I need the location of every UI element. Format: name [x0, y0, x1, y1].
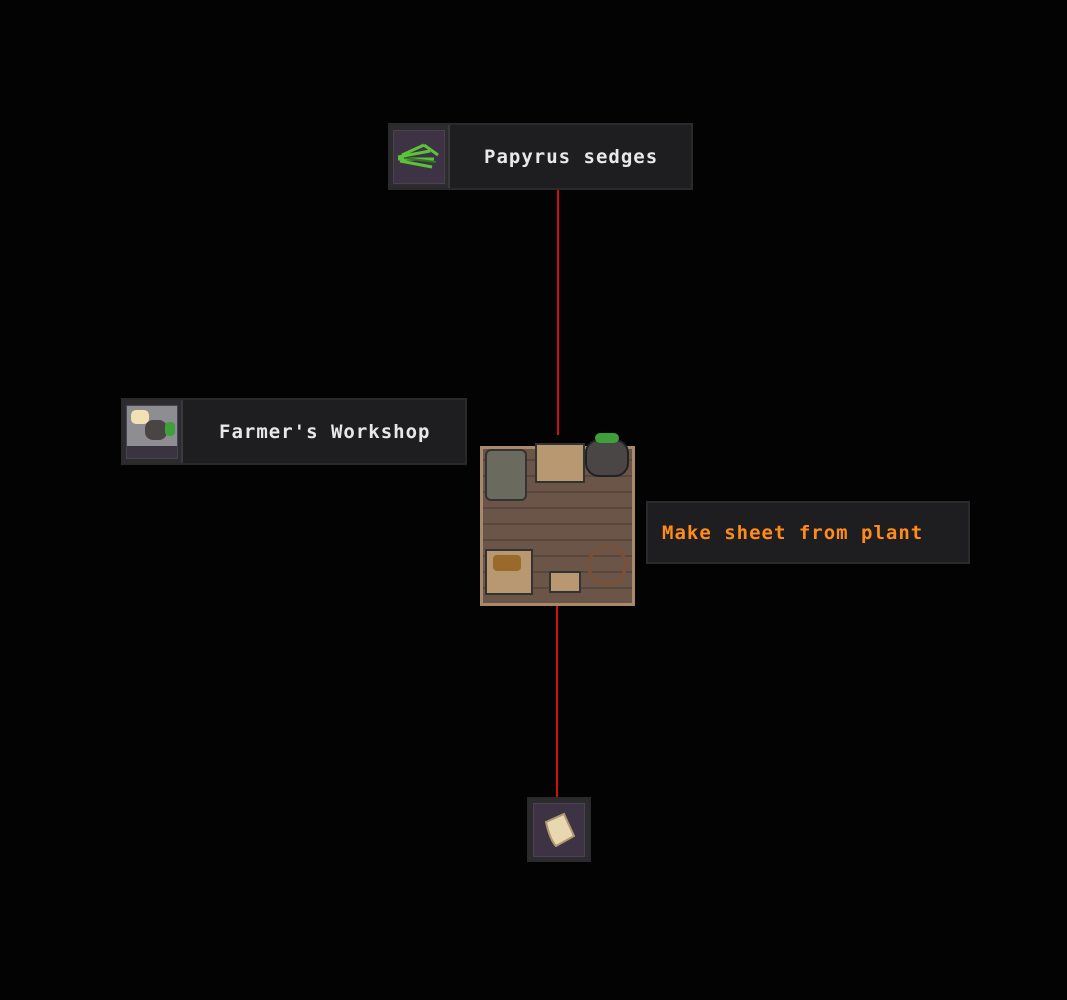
workshop-sprite[interactable]: [480, 433, 635, 606]
workshop-label: Farmer's Workshop: [219, 420, 431, 443]
farmers-workshop-icon: [126, 404, 178, 459]
input-item-node[interactable]: Papyrus sedges: [388, 123, 693, 190]
spinning-wheel-icon: [587, 545, 627, 585]
reaction-label: Make sheet from plant: [662, 521, 924, 544]
table-icon: [535, 443, 585, 483]
connector-input-to-workshop: [557, 190, 559, 435]
workshop-node[interactable]: Farmer's Workshop: [121, 398, 467, 465]
connector-workshop-to-output: [556, 604, 558, 799]
papyrus-sedges-icon: [393, 129, 445, 184]
sack-icon: [585, 439, 629, 477]
reaction-node[interactable]: Make sheet from plant: [646, 501, 970, 564]
output-item-node[interactable]: [527, 797, 591, 862]
paper-sheet-icon: [533, 802, 585, 857]
barrel-icon: [485, 449, 527, 501]
input-item-label: Papyrus sedges: [484, 145, 659, 168]
